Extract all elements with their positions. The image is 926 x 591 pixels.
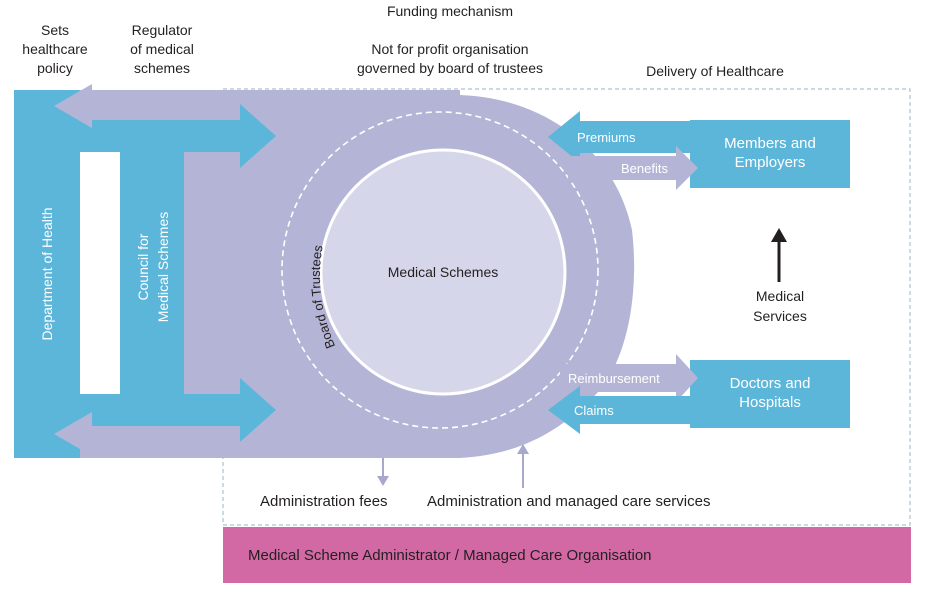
bottom-left-arrowhead xyxy=(54,412,92,456)
medical-services-line1: Medical xyxy=(755,288,805,304)
reimbursement-label: Reimbursement xyxy=(568,371,660,386)
doctors-line1: Doctors and xyxy=(729,375,811,392)
doctors-box xyxy=(690,360,850,428)
managed-care-arrowhead xyxy=(517,444,529,454)
medical-services-line2: Services xyxy=(753,308,807,324)
regulator-line1: Regulator xyxy=(131,22,193,38)
reimbursement-arrow xyxy=(560,354,698,402)
delivery-of-healthcare-label: Delivery of Healthcare xyxy=(646,63,784,79)
council-line1: Council for xyxy=(135,233,151,301)
doctors-line2: Hospitals xyxy=(739,394,801,411)
top-blue-arrow xyxy=(80,104,276,168)
admin-fees-arrowhead xyxy=(377,476,389,486)
administrator-bar xyxy=(223,527,911,583)
bottom-blue-arrow xyxy=(80,378,276,442)
claims-arrow xyxy=(548,386,690,434)
claims-label: Claims xyxy=(574,403,614,418)
department-of-health-label: Department of Health xyxy=(39,207,55,341)
regulator-line2: of medical xyxy=(130,41,194,57)
members-box xyxy=(690,120,850,188)
premiums-label: Premiums xyxy=(577,130,636,145)
top-left-arrowhead xyxy=(54,84,92,128)
benefits-label: Benefits xyxy=(621,161,668,176)
regulator-line3: schemes xyxy=(133,60,191,76)
not-for-profit-line1: Not for profit organisation xyxy=(371,41,529,57)
medical-schemes-label: Medical Schemes xyxy=(387,264,499,280)
members-line2: Employers xyxy=(734,154,806,171)
department-of-health-bar xyxy=(14,90,80,458)
council-line2: Medical Schemes xyxy=(155,211,171,323)
white-panel xyxy=(80,152,120,394)
sets-policy-line3: policy xyxy=(37,60,73,76)
administration-fees-label: Administration fees xyxy=(260,493,388,510)
board-ring xyxy=(281,111,599,429)
sets-policy-line2: healthcare xyxy=(22,41,88,57)
funding-mechanism-title: Funding mechanism xyxy=(386,3,514,19)
medical-schemes-circle xyxy=(319,148,567,396)
medical-services-arrowhead xyxy=(771,228,787,242)
administrator-bar-label: Medical Scheme Administrator / Managed C… xyxy=(248,547,652,564)
admin-managed-care-label: Administration and managed care services xyxy=(427,493,711,510)
not-for-profit-line2: governed by board of trustees xyxy=(356,60,543,76)
members-line1: Members and xyxy=(724,135,816,152)
benefits-arrow xyxy=(568,146,698,190)
premiums-arrow xyxy=(548,111,690,163)
council-bar xyxy=(120,152,184,394)
delivery-frame xyxy=(222,88,911,526)
sets-policy-line1: Sets xyxy=(40,22,69,38)
